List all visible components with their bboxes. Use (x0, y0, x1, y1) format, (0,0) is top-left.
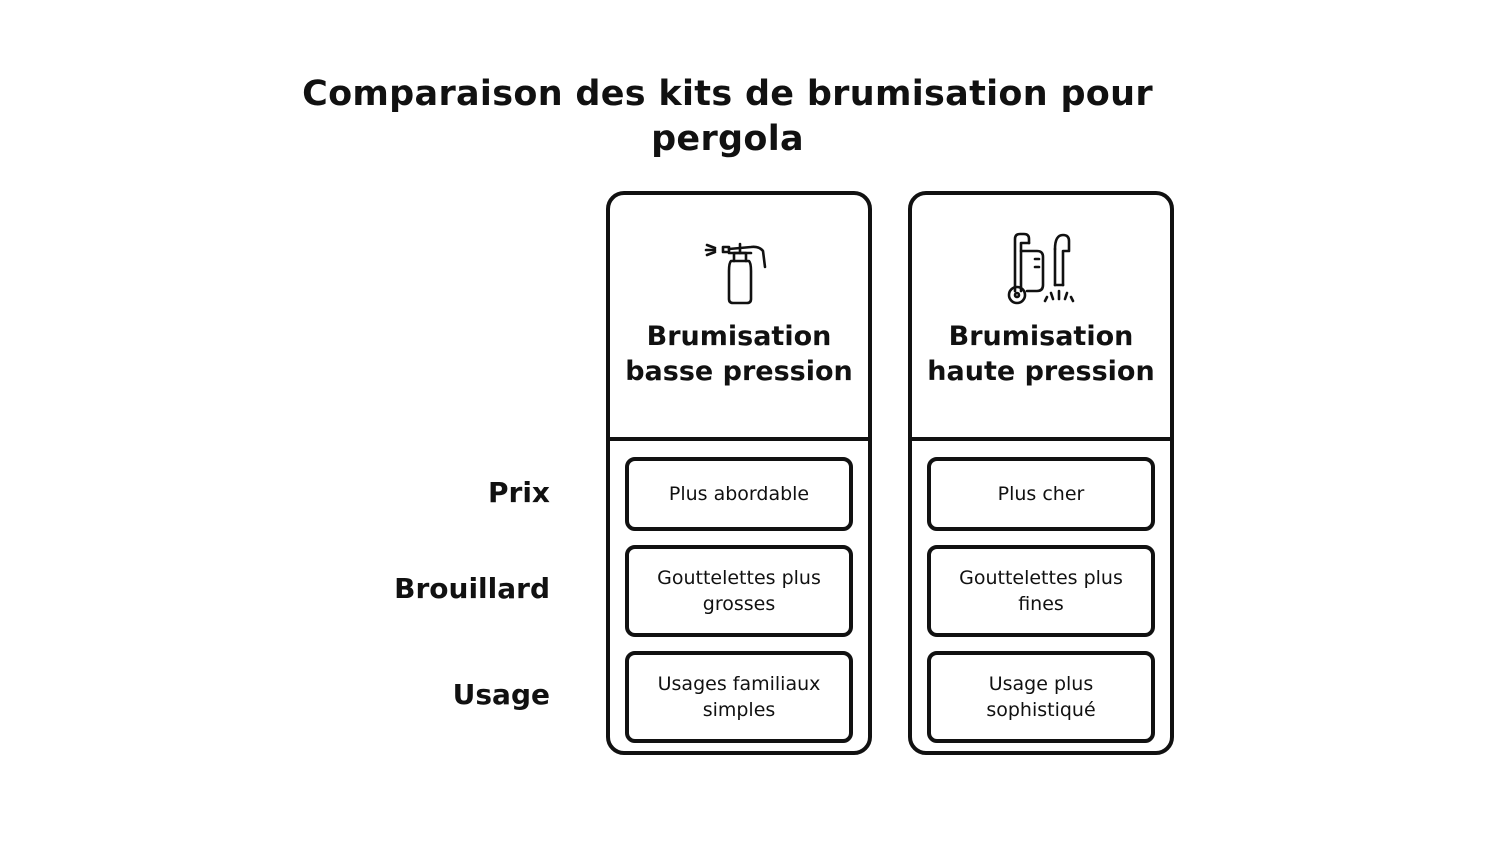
column-title-high-pressure: Brumisation haute pression (927, 321, 1155, 387)
column-title-low-pressure: Brumisation basse pression (625, 321, 853, 387)
column-header-low-pressure: Brumisation basse pression (610, 195, 868, 441)
cell-low-pressure-prix: Plus abordable (625, 457, 853, 531)
diagram-title: Comparaison des kits de brumisation pour… (302, 74, 1153, 159)
row-label-prix: Prix (488, 476, 550, 509)
cell-high-pressure-prix: Plus cher (927, 457, 1155, 531)
cell-low-pressure-brouillard: Gouttelettes plus grosses (625, 545, 853, 637)
column-low-pressure: Brumisation basse pression Plus abordabl… (606, 191, 872, 755)
row-label-usage: Usage (452, 678, 550, 711)
column-header-high-pressure: Brumisation haute pression (912, 195, 1170, 441)
cell-low-pressure-usage: Usages familiaux simples (625, 651, 853, 743)
column-high-pressure: Brumisation haute pression Plus cher Gou… (908, 191, 1174, 755)
cell-high-pressure-brouillard: Gouttelettes plus fines (927, 545, 1155, 637)
spray-bottle-icon (704, 242, 767, 305)
row-label-brouillard: Brouillard (394, 572, 550, 605)
pressure-washer-icon (1007, 232, 1075, 305)
cell-high-pressure-usage: Usage plus sophistiqué (927, 651, 1155, 743)
